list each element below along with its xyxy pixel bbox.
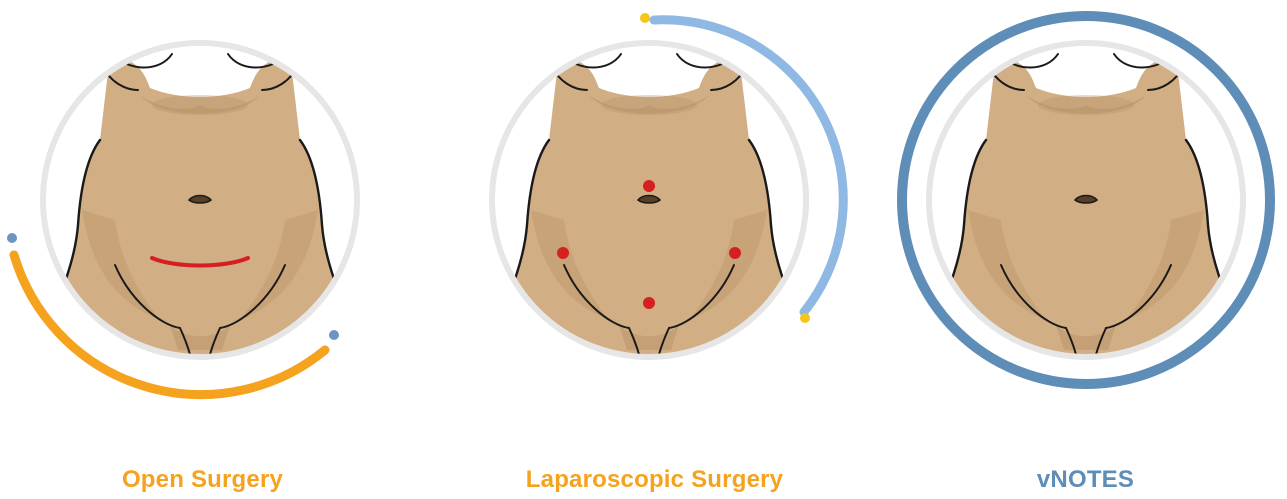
arc-end-dot [7,233,17,243]
port-dot [643,180,655,192]
open-surgery-illustration [0,0,429,460]
laparoscopic-surgery-illustration [436,0,865,460]
vnotes-panel: vNOTES [858,0,1287,499]
port-dot [729,247,741,259]
arc-end-dot [329,330,339,340]
port-dot [557,247,569,259]
vnotes-illustration [858,0,1287,460]
laparoscopic-surgery-panel: Laparoscopic Surgery [436,0,865,499]
open-surgery-panel: Open Surgery [0,0,429,499]
arc-end-dot [800,313,810,323]
port-dot [643,297,655,309]
vnotes-label: vNOTES [871,466,1287,494]
laparoscopic-surgery-label: Laparoscopic Surgery [440,466,869,494]
open-surgery-label: Open Surgery [0,466,417,494]
arc-end-dot [640,13,650,23]
